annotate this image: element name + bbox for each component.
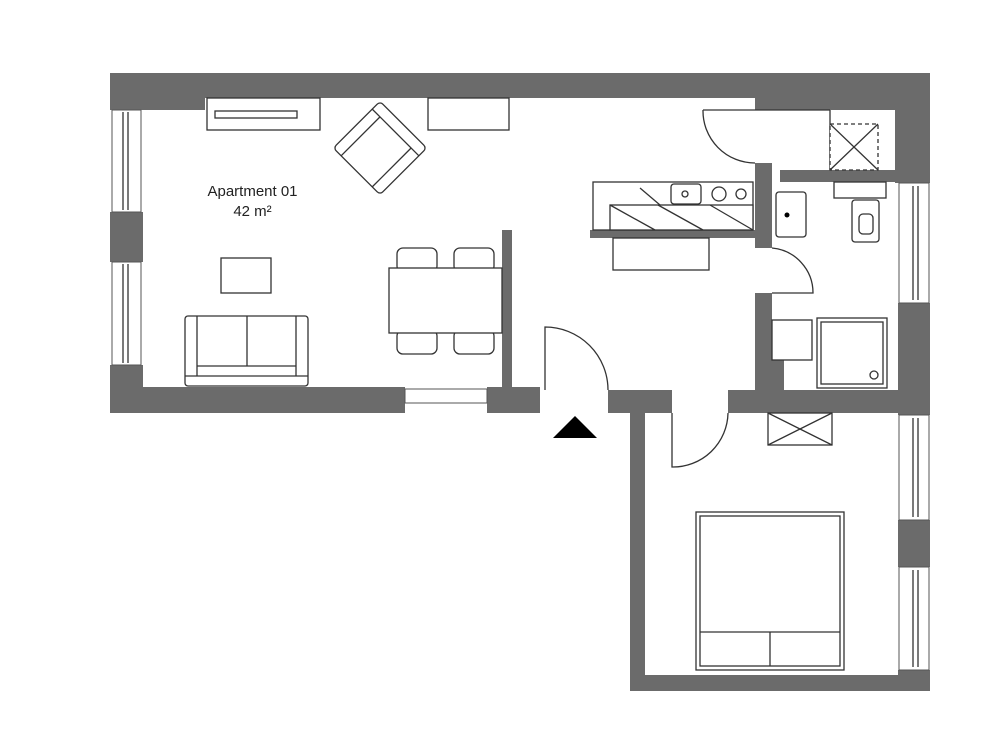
sink-icon — [670, 183, 702, 205]
armchair-icon — [334, 102, 426, 194]
walls — [110, 73, 930, 691]
sideboard — [427, 97, 510, 131]
stove-icon — [711, 186, 727, 202]
kitchen-counter — [592, 181, 754, 271]
coffee-table — [220, 257, 272, 294]
apartment-title: Apartment 01 — [207, 183, 298, 200]
apartment-label: Apartment 01 42 m² — [175, 182, 330, 222]
bathroom-fixtures — [771, 181, 888, 389]
apartment-area: 42 m² — [233, 203, 272, 220]
sofa-icon — [184, 315, 309, 387]
entrance-arrow-icon — [553, 416, 597, 438]
dining-table-icon — [388, 247, 503, 355]
shower-icon — [816, 317, 888, 389]
bed-icon — [695, 511, 845, 671]
windows — [111, 109, 930, 671]
tv-unit — [206, 97, 321, 131]
closet — [767, 123, 879, 446]
